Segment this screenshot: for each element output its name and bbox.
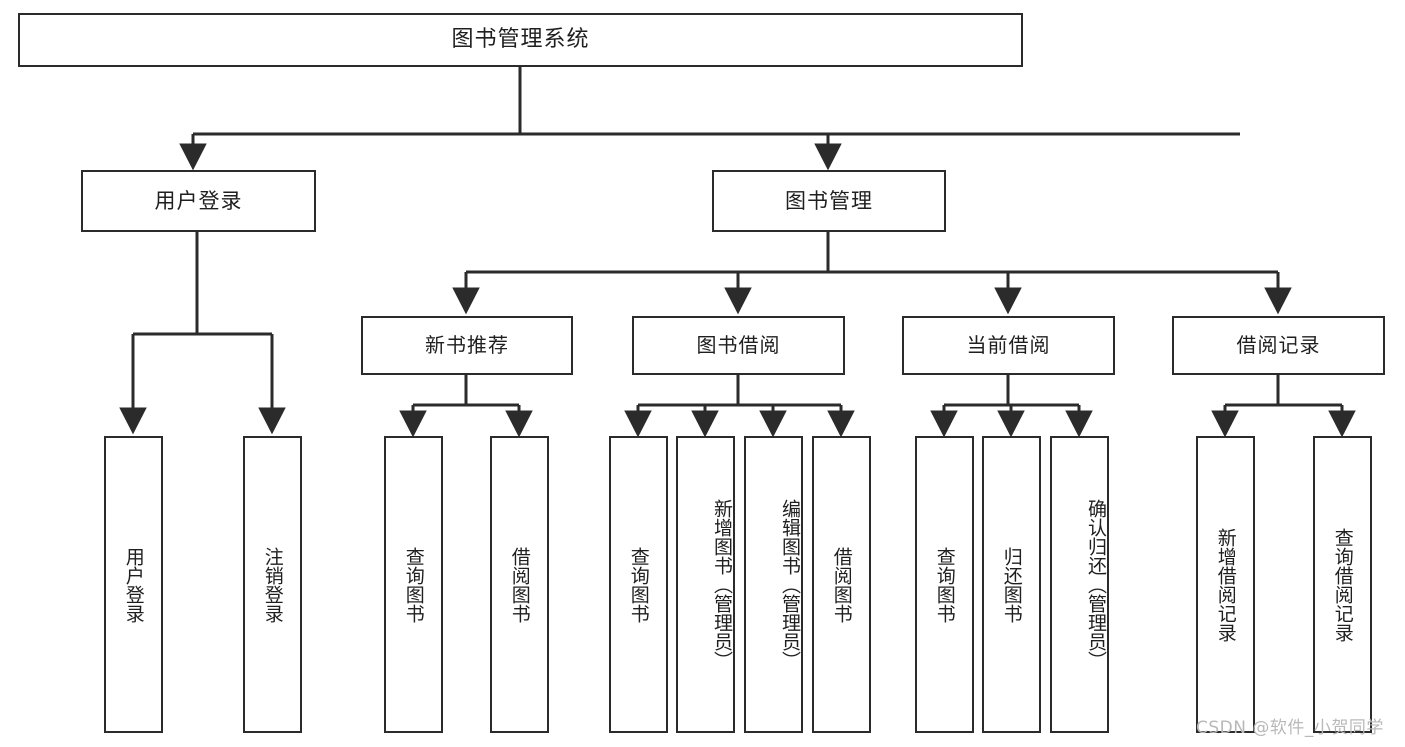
leaf-borrow-borrow-book[interactable]: 借阅图书 xyxy=(812,436,871,733)
leaf-new-book-query[interactable]: 查询图书 xyxy=(384,436,443,733)
csdn-watermark: CSDN @软件_小贺同学 xyxy=(1196,718,1384,738)
leaf-current-confirm-return-admin[interactable]: 确认归还（管理员） xyxy=(1050,436,1109,733)
leaf-current-query-book[interactable]: 查询图书 xyxy=(915,436,974,733)
leaf-user-login-signout[interactable]: 注销登录 xyxy=(243,436,302,733)
leaf-record-add-borrow-record[interactable]: 新增借阅记录 xyxy=(1196,436,1255,733)
node-current-borrow[interactable]: 当前借阅 xyxy=(902,316,1115,375)
leaf-user-login-signin[interactable]: 用户登录 xyxy=(104,436,163,733)
node-book-management[interactable]: 图书管理 xyxy=(712,170,946,232)
leaf-record-query-borrow-record[interactable]: 查询借阅记录 xyxy=(1313,436,1372,733)
node-root-book-management-system[interactable]: 图书管理系统 xyxy=(18,13,1023,67)
leaf-borrow-edit-book-admin[interactable]: 编辑图书（管理员） xyxy=(744,436,803,733)
leaf-current-return-book[interactable]: 归还图书 xyxy=(982,436,1041,733)
leaf-borrow-query-book[interactable]: 查询图书 xyxy=(609,436,668,733)
node-new-book-recommend[interactable]: 新书推荐 xyxy=(361,316,573,375)
node-book-borrow[interactable]: 图书借阅 xyxy=(632,316,845,375)
node-user-login[interactable]: 用户登录 xyxy=(81,170,316,232)
node-borrow-record[interactable]: 借阅记录 xyxy=(1172,316,1385,375)
leaf-borrow-add-book-admin[interactable]: 新增图书（管理员） xyxy=(676,436,735,733)
leaf-new-book-borrow[interactable]: 借阅图书 xyxy=(490,436,549,733)
